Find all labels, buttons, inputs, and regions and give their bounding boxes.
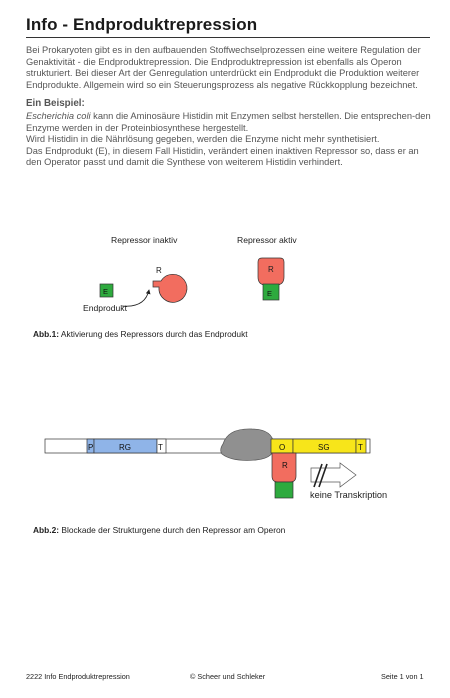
- title-divider: [26, 37, 430, 38]
- footer-center: © Scheer und Schleker: [190, 672, 266, 681]
- terminator-rg-label: T: [158, 443, 163, 452]
- endproduct-bound-letter: E: [267, 289, 272, 298]
- label-repressor-active: Repressor aktiv: [237, 235, 297, 245]
- repressor-active-letter: R: [268, 265, 274, 274]
- rna-polymerase: [220, 428, 275, 461]
- example-line-1: kann die Aminosäure Histidin mit Enzymen…: [26, 111, 431, 133]
- intro-paragraph: Bei Prokaryoten gibt es in den aufbauend…: [26, 45, 421, 90]
- block-slash-2: [318, 463, 328, 488]
- repressor-inactive-shape: R: [152, 266, 188, 303]
- figure1-caption: Abb.1: Aktivierung des Repressors durch …: [33, 329, 248, 339]
- operator-label: O: [279, 443, 285, 452]
- binding-arrow: [121, 289, 151, 307]
- example-line-3: Das Endprodukt (E), in diesem Fall Histi…: [26, 145, 419, 168]
- example-text: Escherichia coli kann die Aminosäure His…: [26, 111, 434, 169]
- endproduct-bound-square: [262, 283, 280, 301]
- repressor-inactive-letter: R: [156, 266, 162, 275]
- figure1-caption-text: Aktivierung des Repressors durch das End…: [59, 329, 248, 339]
- endproduct-letter: E: [103, 287, 108, 296]
- endproduct-bound: [274, 481, 294, 499]
- page-title: Info - Endproduktrepression: [26, 15, 258, 34]
- terminator-rg: [156, 438, 167, 454]
- structural-genes-label: SG: [318, 443, 330, 452]
- block-slash-1: [313, 463, 323, 488]
- footer-right: Seite 1 von 1: [381, 672, 424, 681]
- terminator-sg-label: T: [358, 443, 363, 452]
- footer-left: 2222 Info Endproduktrepression: [26, 672, 130, 681]
- example-line-2: Wird Histidin in die Nährlösung gegeben,…: [26, 134, 380, 144]
- figure2-caption-text: Blockade der Strukturgene durch den Repr…: [59, 525, 286, 535]
- figure1-illustration: R E R E: [99, 257, 285, 307]
- endproduct-square: [99, 283, 114, 298]
- figure2-caption-number: Abb.2:: [33, 525, 60, 535]
- no-transcription-label: keine Transkription: [310, 490, 388, 500]
- figure1-caption-number: Abb.1:: [33, 329, 60, 339]
- endproduct-label: Endprodukt: [83, 303, 127, 313]
- example-heading: Ein Beispiel:: [26, 98, 85, 109]
- species-name: Escherichia coli: [26, 111, 91, 121]
- label-repressor-inactive: Repressor inaktiv: [111, 235, 178, 245]
- figure2-illustration: P RG T O SG T R: [44, 428, 371, 499]
- repressor-active-shape: R E: [257, 257, 285, 301]
- figure2-caption: Abb.2: Blockade der Strukturgene durch d…: [33, 525, 285, 535]
- promoter-rg-label: P: [88, 443, 93, 452]
- terminator-sg: [355, 438, 367, 454]
- repressor-bound-letter: R: [282, 461, 288, 470]
- regulator-gene-label: RG: [119, 443, 131, 452]
